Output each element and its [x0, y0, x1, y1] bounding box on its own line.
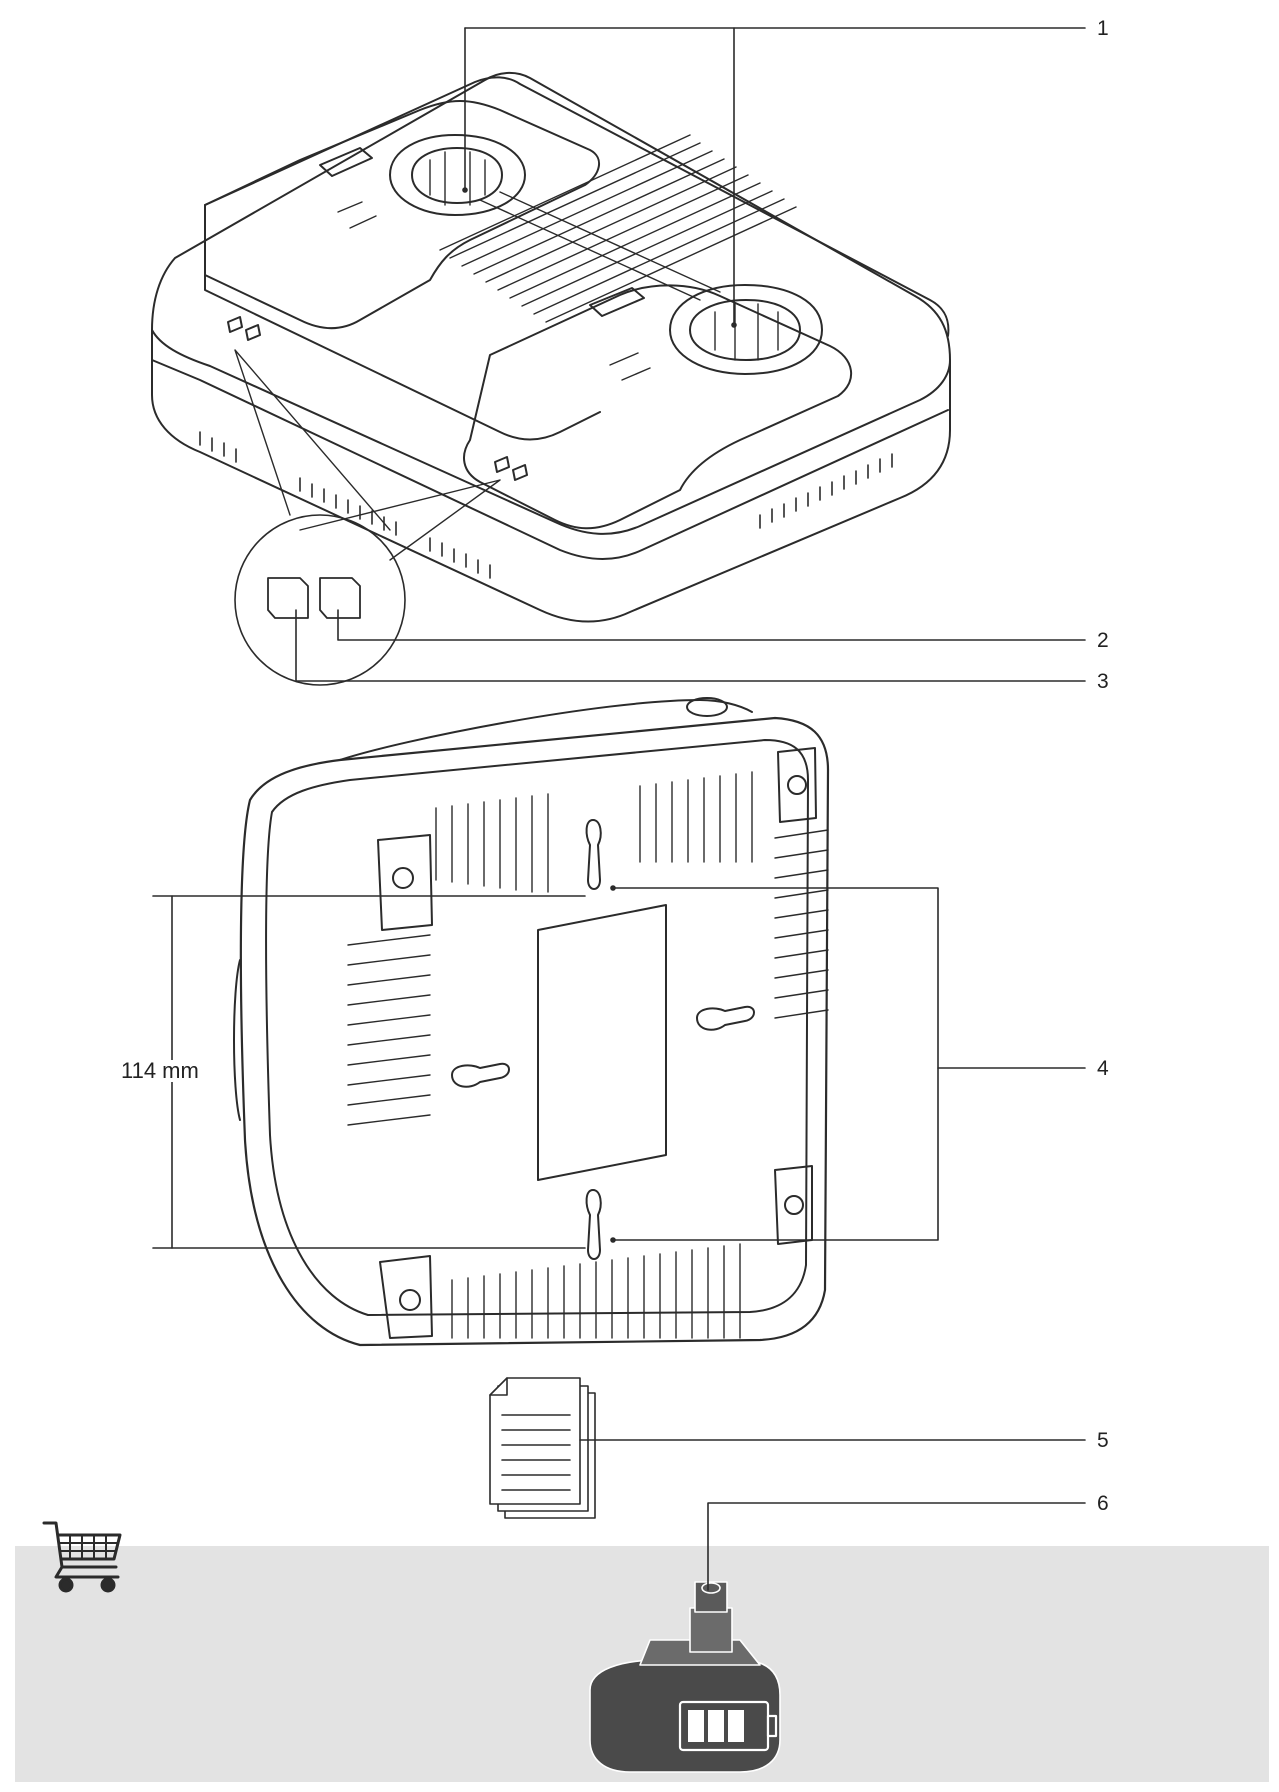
- charger-top-view: [151, 72, 951, 686]
- dimension-label: 114 mm: [118, 1060, 202, 1082]
- callout-leaders: [295, 27, 1086, 1591]
- callout-2: 2: [1097, 629, 1109, 652]
- callout-6: 6: [1097, 1492, 1109, 1515]
- shopping-cart-icon: [42, 1521, 122, 1593]
- charger-bottom-view: [233, 697, 830, 1347]
- dimension-114mm: [152, 895, 586, 1249]
- battery-level-icon: [678, 1700, 778, 1752]
- callout-5: 5: [1097, 1429, 1109, 1452]
- document-icon: [489, 1377, 596, 1519]
- callout-1: 1: [1097, 17, 1109, 40]
- callout-3: 3: [1097, 670, 1109, 693]
- callout-4: 4: [1097, 1057, 1109, 1080]
